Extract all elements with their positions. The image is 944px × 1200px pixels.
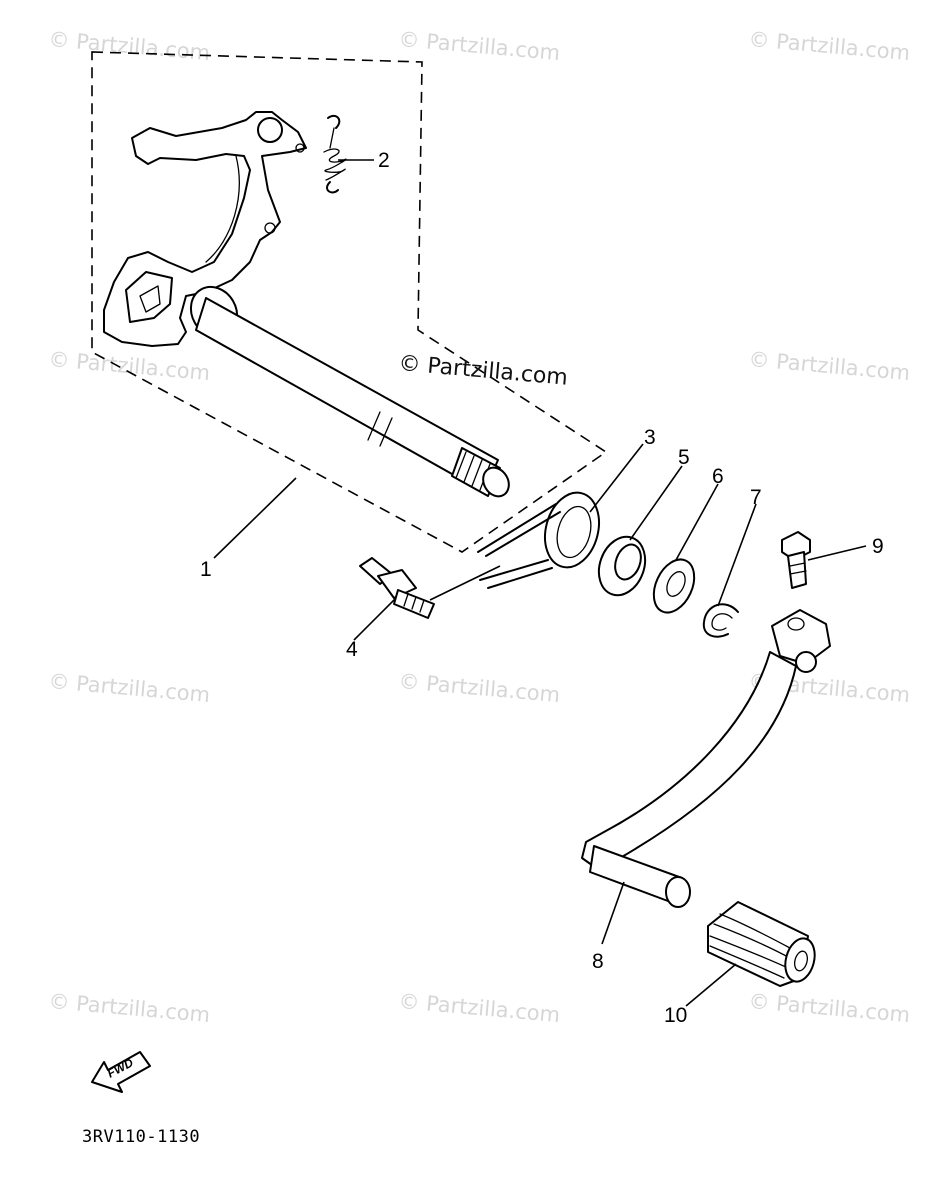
diagram-reference-code: 3RV110-1130 <box>82 1127 200 1147</box>
spring-coil-inner <box>556 505 592 559</box>
pedal-peg-end <box>665 876 691 908</box>
callout-5: 5 <box>678 446 690 469</box>
pedal-arm <box>581 651 797 869</box>
callout-numbers: 2 1 3 5 6 7 9 4 8 10 <box>200 149 884 1027</box>
rubber-rib <box>709 935 789 969</box>
leader-lines <box>213 159 867 1007</box>
clamp-spline-bore <box>795 651 817 673</box>
part-9-bolt <box>781 531 811 589</box>
spring-hook-top <box>327 114 341 129</box>
leader-8 <box>601 881 625 945</box>
watermark: © Partzilla.com <box>48 989 212 1027</box>
leader-1 <box>213 477 297 559</box>
leader-3 <box>589 443 644 513</box>
watermark: © Partzilla.com <box>748 989 912 1027</box>
part-10-pedal-rubber <box>707 901 816 987</box>
spline-line <box>471 459 483 487</box>
pedal-clamp <box>771 609 831 665</box>
leader-4 <box>353 597 397 641</box>
washer-hole <box>666 571 686 597</box>
spring-wire <box>329 127 335 149</box>
spline-line <box>463 455 475 483</box>
fwd-arrow-icon: FWD <box>91 1051 151 1093</box>
bolt-thread <box>789 562 806 567</box>
spring-leg-lower <box>479 559 549 581</box>
callout-10: 10 <box>664 1004 687 1027</box>
arm-window-cutout <box>125 271 173 323</box>
callout-2: 2 <box>378 149 390 172</box>
callout-7: 7 <box>750 486 762 509</box>
rubber-end-face <box>784 937 816 983</box>
part-5-collar <box>597 535 647 597</box>
shaft-end-face <box>482 466 510 498</box>
spline-line <box>455 451 467 479</box>
leader-9 <box>807 545 867 561</box>
arm-inner-curve <box>205 155 240 263</box>
part-2-spring <box>323 114 347 194</box>
part-4-stud-bolt <box>359 557 435 619</box>
clamp-bolt-hole <box>787 617 805 631</box>
stud-hex <box>377 569 417 599</box>
circlip-ring <box>702 603 739 638</box>
part-3-return-spring <box>477 491 600 589</box>
spring-leg-upper-b <box>485 511 561 557</box>
shaft-groove <box>379 417 393 447</box>
part-6-washer <box>652 558 696 614</box>
thread-line <box>419 599 425 613</box>
watermark: © Partzilla.com <box>48 27 212 65</box>
arm-small-hole <box>264 222 276 234</box>
bolt-thread <box>789 570 807 575</box>
rubber-bore <box>794 950 808 972</box>
watermark: © Partzilla.com <box>748 27 912 65</box>
arm-pivot-hole <box>257 117 283 143</box>
thread-line <box>403 593 409 607</box>
callout-1: 1 <box>200 558 212 581</box>
rubber-rib <box>719 913 791 949</box>
callout-8: 8 <box>592 950 604 973</box>
assembly-dashed-boundary <box>91 51 608 553</box>
leader-7 <box>717 503 757 607</box>
thread-line <box>411 596 417 610</box>
watermark: © Partzilla.com <box>398 989 562 1027</box>
spring-leg-lower-b <box>487 567 553 589</box>
watermark-layer: © Partzilla.com © Partzilla.com © Partzi… <box>48 27 912 1027</box>
washer-outer <box>652 558 696 614</box>
leader-stud-to-spring <box>429 565 501 601</box>
leader-5 <box>629 465 683 541</box>
callout-4: 4 <box>346 638 358 661</box>
bolt-shank <box>787 551 807 589</box>
spring-hook-bottom <box>326 181 339 194</box>
callout-9: 9 <box>872 535 884 558</box>
rubber-rib <box>709 945 785 979</box>
rubber-rib <box>713 923 791 959</box>
leader-6 <box>675 483 719 561</box>
part-1-shift-shaft <box>103 111 510 498</box>
circlip-inner <box>711 613 733 631</box>
watermark: © Partzilla.com <box>48 669 212 707</box>
watermark: © Partzilla.com <box>398 27 562 65</box>
part-8-shift-pedal <box>581 609 831 908</box>
leader-10 <box>685 963 737 1007</box>
shaft-groove <box>367 411 381 441</box>
watermark: © Partzilla.com <box>48 347 212 385</box>
shaft-body <box>195 297 499 493</box>
center-watermark: © Partzilla.com <box>397 351 568 391</box>
spring-coil <box>323 148 347 181</box>
watermark: © Partzilla.com <box>748 347 912 385</box>
callout-6: 6 <box>712 465 724 488</box>
watermark: © Partzilla.com <box>398 669 562 707</box>
spring-pin-hole <box>295 143 305 153</box>
collar-bore <box>614 543 642 581</box>
spring-leg-upper <box>477 503 557 553</box>
callout-3: 3 <box>644 426 656 449</box>
arm-window-inner <box>139 285 161 313</box>
part-7-circlip <box>702 603 739 638</box>
